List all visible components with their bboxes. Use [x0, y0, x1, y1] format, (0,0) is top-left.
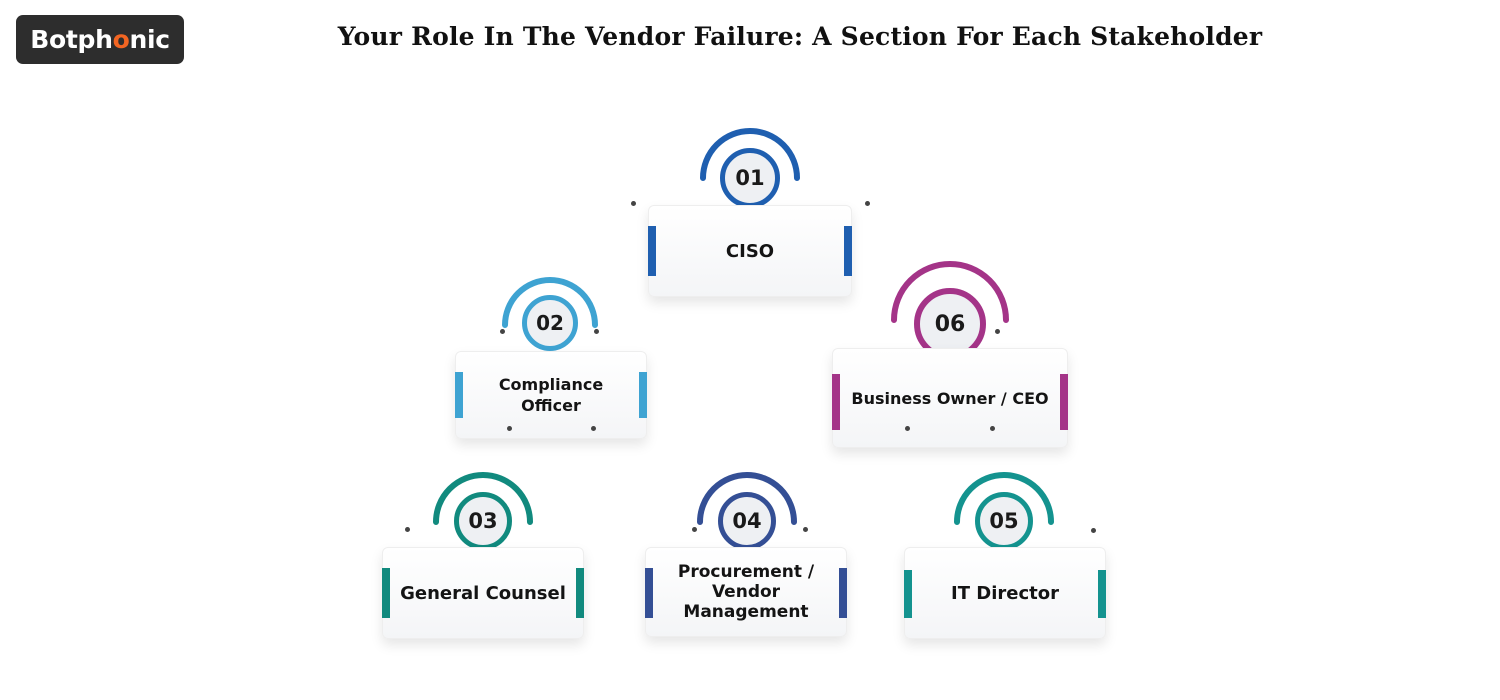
decor-dot: [591, 426, 596, 431]
decor-dot: [631, 201, 636, 206]
decor-dot: [865, 201, 870, 206]
logo-text-end: nic: [129, 25, 170, 54]
decor-dot: [507, 426, 512, 431]
decor-dot: [405, 527, 410, 532]
decor-dot: [594, 329, 599, 334]
card-left-bar: [455, 372, 463, 418]
badge-number: 06: [914, 288, 986, 360]
card-right-bar: [839, 568, 847, 618]
card-right-bar: [1098, 570, 1106, 618]
card-left-bar: [648, 226, 656, 276]
badge-number: 02: [522, 295, 578, 351]
decor-dot: [692, 527, 697, 532]
stakeholder-card: Business Owner / CEO: [832, 348, 1068, 448]
decor-dot: [990, 426, 995, 431]
stakeholder-card: Compliance Officer: [455, 351, 647, 439]
page-title: Your Role In The Vendor Failure: A Secti…: [337, 22, 1263, 51]
card-right-bar: [639, 372, 647, 418]
logo-text-main: Botph: [30, 25, 113, 54]
stakeholder-label: Procurement / Vendor Management: [677, 562, 815, 622]
card-right-bar: [1060, 374, 1068, 430]
card-right-bar: [576, 568, 584, 618]
badge-number: 01: [720, 148, 780, 208]
decor-dot: [500, 329, 505, 334]
stakeholder-label: Business Owner / CEO: [851, 388, 1049, 408]
stakeholder-label: IT Director: [951, 582, 1059, 604]
decor-dot: [803, 527, 808, 532]
decor-dot: [905, 426, 910, 431]
stakeholder-card: IT Director: [904, 547, 1106, 639]
card-left-bar: [645, 568, 653, 618]
card-right-bar: [844, 226, 852, 276]
card-left-bar: [904, 570, 912, 618]
logo-text-accent: o: [112, 25, 130, 54]
decor-dot: [1091, 528, 1096, 533]
card-left-bar: [832, 374, 840, 430]
decor-dot: [995, 329, 1000, 334]
stakeholder-label: Compliance Officer: [498, 375, 604, 415]
card-left-bar: [382, 568, 390, 618]
stakeholder-label: General Counsel: [400, 582, 566, 604]
stakeholder-label: CISO: [725, 240, 775, 262]
badge-number: 04: [718, 492, 776, 550]
stakeholder-card: General Counsel: [382, 547, 584, 639]
